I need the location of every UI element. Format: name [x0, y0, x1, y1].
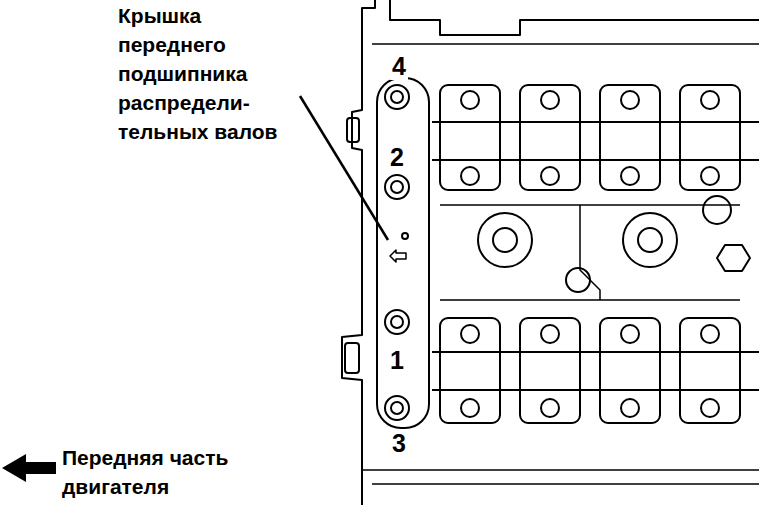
direction-label: Передняя часть двигателя	[62, 443, 282, 501]
part-label: Крышка переднего подшипника распредели- …	[118, 1, 290, 146]
callout-number: 1	[388, 347, 406, 374]
callout-number: 3	[390, 430, 408, 457]
callout-number: 4	[390, 53, 408, 80]
callout-number: 2	[388, 144, 406, 171]
